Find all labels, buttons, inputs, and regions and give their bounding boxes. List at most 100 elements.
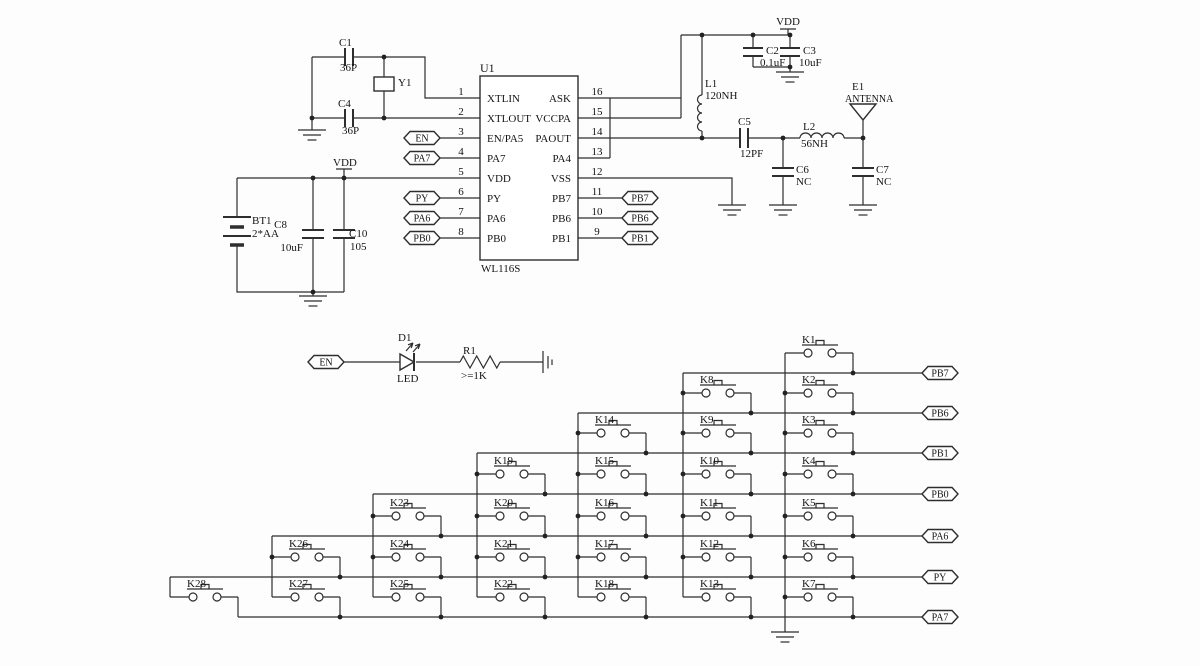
inductor-L1[interactable]: L1 120NH [696,78,738,132]
svg-text:K18: K18 [595,578,614,590]
ref-label: E1 [852,81,864,93]
svg-text:XTLOUT: XTLOUT [487,113,531,125]
svg-text:K7: K7 [802,578,816,590]
port-pb6-row[interactable]: PB6 [921,405,959,421]
matrix-row-lines [170,372,922,618]
key-K5[interactable]: K5 [784,497,854,537]
ic-pin-numbers-left: 1 2 3 4 5 6 7 8 [458,86,464,238]
port-pa7-row[interactable]: PA7 [921,609,959,625]
battery-BT1[interactable]: BT1 2*AA [223,215,279,247]
svg-text:K2: K2 [802,374,815,386]
key-K26[interactable]: K26 [271,538,341,578]
port-py-row[interactable]: PY [921,569,959,585]
svg-text:PB6: PB6 [552,213,571,225]
port-pb0-pin8[interactable]: PB0 [403,230,441,246]
value-label: LED [397,373,418,385]
port-pb0-row[interactable]: PB0 [921,486,959,502]
key-K9[interactable]: K9 [682,414,752,454]
capacitor-C2[interactable]: C2 0.1uF [743,45,785,69]
svg-text:2: 2 [458,106,464,118]
svg-text:1: 1 [458,86,464,98]
svg-text:K28: K28 [187,578,206,590]
key-K11[interactable]: K11 [682,497,752,537]
keypad: K1 K2 K3 K4 K5 K6 K7 K8 K9 K10 K11 K12 K… [169,334,854,618]
svg-text:VCCPA: VCCPA [535,113,571,125]
ic-U1[interactable]: U1 WL116S XTLIN XTLOUT EN/PA5 PA7 VDD PY… [458,61,603,275]
capacitor-C4[interactable]: C4 36P [338,98,359,137]
key-K24[interactable]: K24 [372,538,442,578]
port-en-pin3[interactable]: EN [403,130,441,146]
value-label: 56NH [801,138,828,150]
value-label: 12PF [740,148,763,160]
key-K20[interactable]: K20 [476,497,546,537]
key-K17[interactable]: K17 [577,538,647,578]
key-K14[interactable]: K14 [577,414,647,454]
led-D1[interactable]: D1 LED [397,332,421,385]
inductor-L2[interactable]: L2 56NH [799,121,845,150]
port-pb1-row[interactable]: PB1 [921,445,959,461]
capacitor-C7[interactable]: C7 NC [852,164,891,188]
antenna-E1[interactable]: E1 ANTENNA [845,81,894,122]
svg-text:PB0: PB0 [931,490,948,501]
ref-label: D1 [398,332,411,344]
svg-text:3: 3 [458,126,464,138]
key-K6[interactable]: K6 [784,538,854,578]
crystal-Y1[interactable]: Y1 [373,76,411,92]
capacitor-C1[interactable]: C1 36P [339,37,357,74]
svg-text:PA6: PA6 [487,213,506,225]
key-K18[interactable]: K18 [577,578,647,618]
svg-text:9: 9 [594,226,600,238]
key-K27[interactable]: K27 [271,578,341,618]
resistor-R1[interactable]: R1 >=1K [459,345,501,382]
port-pb6-pin10[interactable]: PB6 [621,210,659,226]
key-K23[interactable]: K23 [372,497,442,537]
svg-text:15: 15 [592,106,604,118]
capacitor-C5[interactable]: C5 12PF [738,116,763,160]
ic-pin-names-left: XTLIN XTLOUT EN/PA5 PA7 VDD PY PA6 PB0 [487,93,531,245]
ref-label: C4 [338,98,351,110]
port-en-led[interactable]: EN [307,354,345,370]
antenna-icon: ANTENNA [845,94,894,105]
capacitor-C8[interactable]: C8 10uF [274,219,324,254]
svg-text:K19: K19 [494,455,513,467]
ref-label: C1 [339,37,352,49]
capacitor-C3[interactable]: C3 10uF [780,45,822,69]
svg-text:K13: K13 [700,578,719,590]
key-K15[interactable]: K15 [577,455,647,495]
svg-text:K11: K11 [700,497,719,509]
key-K8[interactable]: K8 [682,374,752,414]
key-K21[interactable]: K21 [476,538,546,578]
svg-text:K23: K23 [390,497,409,509]
svg-text:PB7: PB7 [631,194,648,205]
port-pb1-pin9[interactable]: PB1 [621,230,659,246]
svg-text:K10: K10 [700,455,719,467]
port-pb7-pin11[interactable]: PB7 [621,190,659,206]
port-py-pin6[interactable]: PY [403,190,441,206]
key-K2[interactable]: K2 [784,374,854,414]
svg-text:K1: K1 [802,334,815,346]
key-K10[interactable]: K10 [682,455,752,495]
capacitor-C10[interactable]: C10 105 [333,228,368,253]
vdd-symbol-top: VDD [776,16,800,35]
port-pa7-pin4[interactable]: PA7 [403,150,441,166]
port-pa6-row[interactable]: PA6 [921,528,959,544]
key-K25[interactable]: K25 [372,578,442,618]
key-K16[interactable]: K16 [577,497,647,537]
svg-text:EN/PA5: EN/PA5 [487,133,524,145]
key-K1[interactable]: K1 [784,334,854,374]
key-K28[interactable]: K28 [169,578,239,618]
key-K3[interactable]: K3 [784,414,854,454]
key-K4[interactable]: K4 [784,455,854,495]
key-K19[interactable]: K19 [476,455,546,495]
capacitor-C6[interactable]: C6 NC [772,164,811,188]
value-label: 10uF [280,242,303,254]
key-K7[interactable]: K7 [784,578,854,618]
svg-text:14: 14 [592,126,604,138]
port-pb7-row[interactable]: PB7 [921,365,959,381]
svg-text:PA6: PA6 [414,214,431,225]
port-pa6-pin7[interactable]: PA6 [403,210,441,226]
key-K12[interactable]: K12 [682,538,752,578]
key-K22[interactable]: K22 [476,578,546,618]
key-K13[interactable]: K13 [682,578,752,618]
svg-text:13: 13 [592,146,604,158]
